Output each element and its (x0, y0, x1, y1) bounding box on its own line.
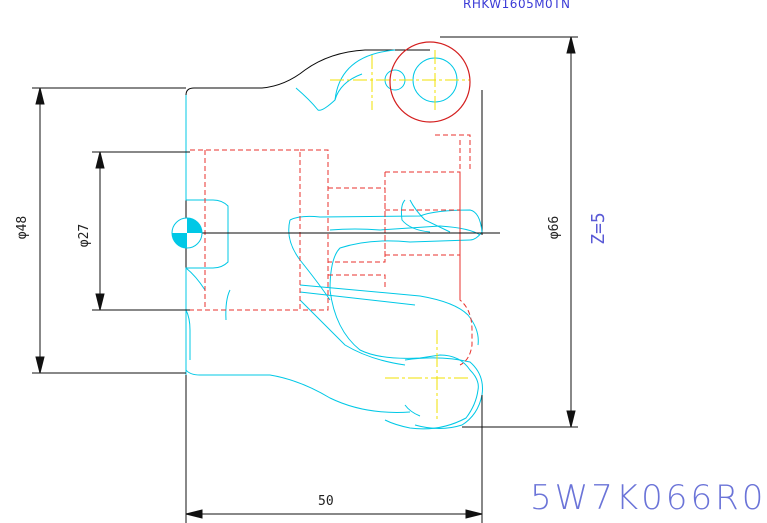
center-mark-icon (171, 217, 203, 249)
outer-diameter-label: φ66 (547, 215, 563, 240)
body-outline (185, 49, 483, 370)
bore-diameter-label: φ27 (77, 223, 93, 248)
hidden-lines (190, 134, 473, 366)
part-code-label: RHKW1605M0TN (463, 0, 571, 11)
model-code-label: 5W7K066R0C (530, 478, 767, 518)
center-lines (330, 50, 470, 420)
insert-circle (389, 41, 471, 123)
length-label: 50 (318, 494, 334, 509)
dimension-lines (32, 36, 578, 523)
teeth-count-label: Z=5 (587, 212, 609, 245)
body-diameter-label: φ48 (15, 215, 31, 240)
cutter-outline (185, 49, 483, 430)
